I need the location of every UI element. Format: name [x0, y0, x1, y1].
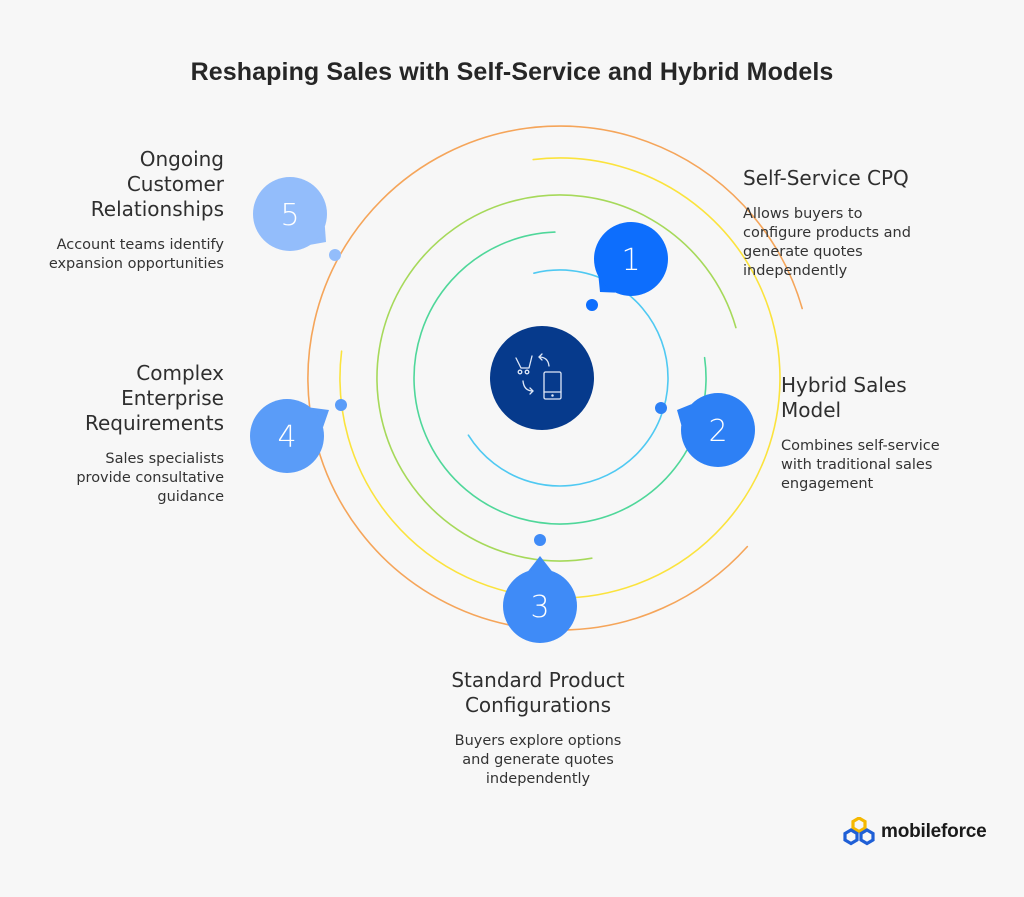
step-4-description: Sales specialists provide consultative g…: [76, 451, 224, 505]
step-2-bubble: [681, 393, 755, 467]
step-4-number: 4: [277, 420, 296, 455]
step-2-ring-dot: [655, 402, 667, 414]
step-1-text: Self-Service CPQ Allows buyers to config…: [743, 166, 943, 281]
step-1-description: Allows buyers to configure products and …: [743, 206, 911, 279]
step-4-title: Complex Enterprise Requirements: [84, 361, 224, 435]
step-5-number: 5: [280, 198, 299, 233]
step-3-bubble: [503, 569, 577, 643]
step-3-text: Standard Product Configurations Buyers e…: [428, 668, 648, 789]
step-5-text: Ongoing Customer Relationships Account t…: [30, 147, 224, 274]
step-4-ring-dot: [335, 399, 347, 411]
page-title: Reshaping Sales with Self-Service and Hy…: [190, 58, 834, 86]
mobileforce-logo: mobileforce: [843, 815, 987, 849]
step-4-bubble: [250, 399, 324, 473]
hub-circle: [490, 326, 594, 430]
step-5-bubble: [253, 177, 327, 251]
ring-3-arc: [376, 194, 737, 562]
step-3-description: Buyers explore options and generate quot…: [454, 733, 622, 787]
step-3-title: Standard Product Configurations: [451, 668, 625, 717]
step-5-ring-dot: [329, 249, 341, 261]
step-1-ring-dot: [586, 299, 598, 311]
step-3-number: 3: [530, 590, 549, 625]
step-2-text: Hybrid Sales Model Combines self-service…: [781, 373, 966, 494]
mobileforce-logo-icon: [843, 817, 875, 846]
step-1-title: Self-Service CPQ: [743, 166, 909, 190]
step-2-number: 2: [708, 414, 727, 449]
step-5-title: Ongoing Customer Relationships: [90, 147, 224, 221]
step-3-bubble-tail: [528, 556, 552, 571]
step-1-bubble: [594, 222, 668, 296]
ring-4-arc: [339, 157, 781, 599]
ring-2-arc: [413, 231, 707, 525]
cart-mobile-exchange-icon: [515, 353, 562, 400]
step-3-ring-dot: [534, 534, 546, 546]
step-2-title: Hybrid Sales Model: [781, 373, 907, 422]
logo-text: mobileforce: [881, 821, 987, 842]
step-1-number: 1: [621, 243, 640, 278]
step-2-description: Combines self-service with traditional s…: [781, 438, 940, 492]
step-4-text: Complex Enterprise Requirements Sales sp…: [40, 361, 224, 507]
step-5-description: Account teams identify expansion opportu…: [48, 237, 224, 272]
